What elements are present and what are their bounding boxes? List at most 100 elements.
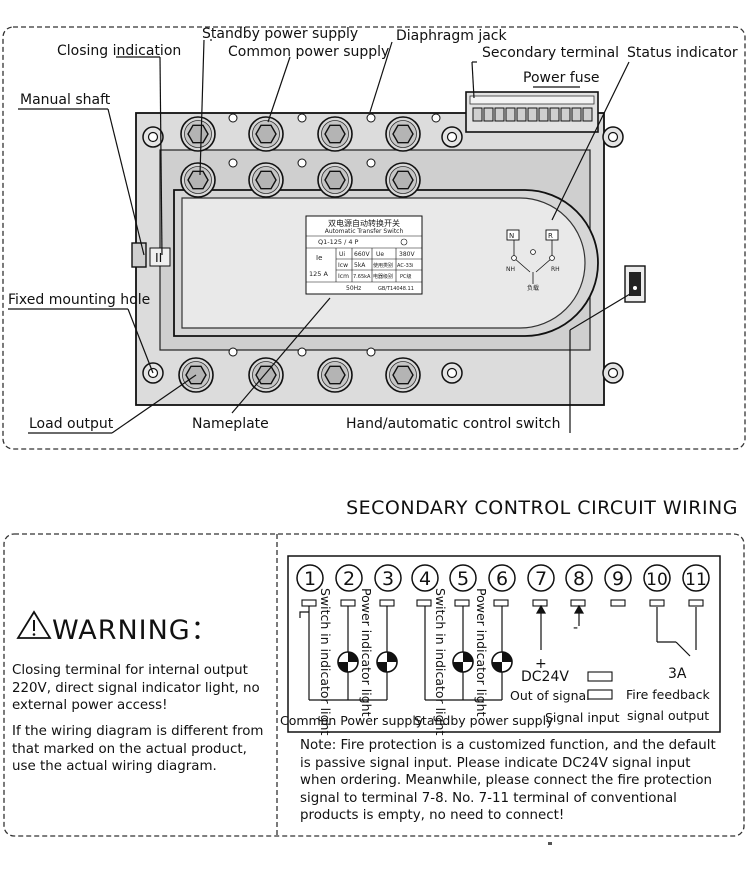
fire-feedback-relay [656, 607, 697, 657]
top-section-frame [2, 26, 746, 450]
label-power-fuse: Power fuse [523, 70, 600, 86]
label-common-power-supply: Common power supply [228, 44, 389, 60]
svg-text:AC-33i: AC-33i [397, 263, 413, 269]
indicator-lamp-icon [376, 651, 398, 673]
common-terminal-4 [385, 162, 421, 198]
transfer-switch-device: II 双电源自动转换开关 [131, 91, 646, 406]
wiring-section-frame [3, 533, 745, 837]
warning-text-1: Closing terminal for internal output 220… [12, 663, 260, 713]
svg-text:Automatic Transfer Switch: Automatic Transfer Switch [325, 228, 404, 235]
dc24v-checkbox [587, 671, 613, 682]
label-closing-indication: Closing indication [57, 43, 181, 59]
label-secondary-terminal: Secondary terminal [482, 45, 619, 61]
vlabel-switch-in-1: Switch in indicator light [318, 588, 333, 735]
label-diaphragm-jack: Diaphragm jack [396, 28, 507, 44]
svg-text:使用类别: 使用类别 [373, 262, 393, 269]
mounting-hole-right-top [602, 126, 624, 148]
signal-input-label: Signal input [545, 710, 620, 725]
label-hand-auto-switch: Hand/automatic control switch [346, 416, 561, 432]
signal-input-arrows [535, 604, 585, 650]
plus-sign: + [535, 656, 547, 672]
svg-text:5kA: 5kA [354, 262, 366, 269]
terminal-label: 11 [685, 570, 707, 590]
svg-text:RH: RH [551, 266, 560, 273]
svg-text:Icm: Icm [338, 273, 349, 280]
label-manual-shaft: Manual shaft [20, 92, 111, 108]
vlabel-power-ind-1: Power indicator light [359, 588, 374, 717]
common-power-supply-label: Common Power supply [280, 713, 424, 728]
terminal-label: 6 [496, 568, 508, 590]
terminal-label: 3 [382, 568, 394, 590]
mounting-hole-br [441, 362, 463, 384]
svg-text:电器级别: 电器级别 [373, 273, 393, 280]
warning-icon [16, 610, 52, 639]
common-terminal-2 [248, 162, 284, 198]
mounting-hole-tl [142, 126, 164, 148]
warning-text-2: If the wiring diagram is different from … [12, 724, 264, 774]
svg-text:GB/T14048.11: GB/T14048.11 [378, 286, 414, 292]
dc24v-label: DC24V [521, 669, 569, 685]
indicator-roman: II [155, 250, 162, 265]
mounting-hole-right [602, 362, 624, 384]
fire-3a-label: 3A [668, 666, 687, 682]
common-terminal-3 [317, 162, 353, 198]
vlabel-power-ind-2: Power indicator light [474, 588, 489, 717]
wiring-diagram-box [287, 555, 721, 733]
svg-text:Ue: Ue [376, 251, 384, 258]
signal-output-label: signal output [627, 708, 709, 723]
warning-title: WARNING： [52, 615, 219, 646]
label-load-output: Load output [29, 416, 114, 432]
nameplate: 双电源自动转换开关 Automatic Transfer Switch Q1-1… [305, 215, 423, 295]
label-status-indicator: Status indicator [627, 45, 738, 61]
svg-text:R: R [548, 232, 553, 240]
standby-terminal-2 [248, 116, 284, 152]
terminal-label: 2 [343, 568, 355, 590]
vlabel-switch-in-2: Switch in indicator light [433, 588, 448, 735]
section-title: SECONDARY CONTROL CIRCUIT WIRING [346, 497, 738, 519]
svg-text:660V: 660V [354, 251, 370, 258]
svg-text:Ie: Ie [316, 254, 322, 262]
terminal-label: 10 [646, 570, 668, 590]
fire-protection-note: Note: Fire protection is a customized fu… [300, 738, 716, 823]
standby-terminal-3 [317, 116, 353, 152]
label-fixed-mounting-hole: Fixed mounting hole [8, 292, 150, 308]
svg-text:7.65kA: 7.65kA [353, 274, 371, 280]
load-terminal-4 [385, 357, 421, 393]
terminal-row: 1 2 3 4 5 6 7 8 9 10 11 [296, 564, 710, 607]
out-of-signal-checkbox [587, 689, 613, 700]
standby-terminal-1 [180, 116, 216, 152]
load-terminal-3 [317, 357, 353, 393]
mounting-hole-tr [441, 126, 463, 148]
standby-power-supply-label: Standby power supply [414, 713, 554, 728]
svg-text:PC级: PC级 [400, 273, 412, 280]
terminal-label: 4 [419, 568, 431, 590]
fire-feedback-label: Fire feedback [626, 687, 710, 702]
svg-text:50Hz: 50Hz [346, 285, 361, 292]
terminal-label: 1 [304, 568, 316, 590]
indicator-lamp-icon [337, 651, 359, 673]
svg-text:双电源自动转换开关: 双电源自动转换开关 [328, 218, 400, 228]
svg-text:NH: NH [506, 266, 515, 273]
svg-text:380V: 380V [399, 251, 415, 258]
common-terminal-1 [180, 162, 216, 198]
leader-lines [8, 39, 631, 434]
svg-text:125 A: 125 A [309, 270, 328, 278]
svg-text:Ui: Ui [339, 251, 345, 258]
indicator-lamp-icon [452, 651, 474, 673]
indicator-lamp-icon [491, 651, 513, 673]
out-of-signal-label: Out of signal [510, 688, 590, 703]
svg-text:N: N [509, 232, 514, 240]
label-standby-power-supply: Standby power supply [202, 26, 358, 42]
standby-terminal-4 [385, 116, 421, 152]
terminal-label: 5 [457, 568, 469, 590]
status-indicator-panel: N R NH RH 负载 [506, 229, 560, 292]
terminal-label: 8 [573, 568, 585, 590]
svg-text:Q1-125 / 4 P: Q1-125 / 4 P [318, 238, 359, 246]
terminal-label: 9 [612, 568, 624, 590]
minus-sign: - [573, 620, 578, 636]
terminal-label: 7 [535, 568, 547, 590]
svg-text:Icw: Icw [338, 262, 348, 269]
label-nameplate: Nameplate [192, 416, 269, 432]
svg-text:负载: 负载 [527, 284, 539, 292]
